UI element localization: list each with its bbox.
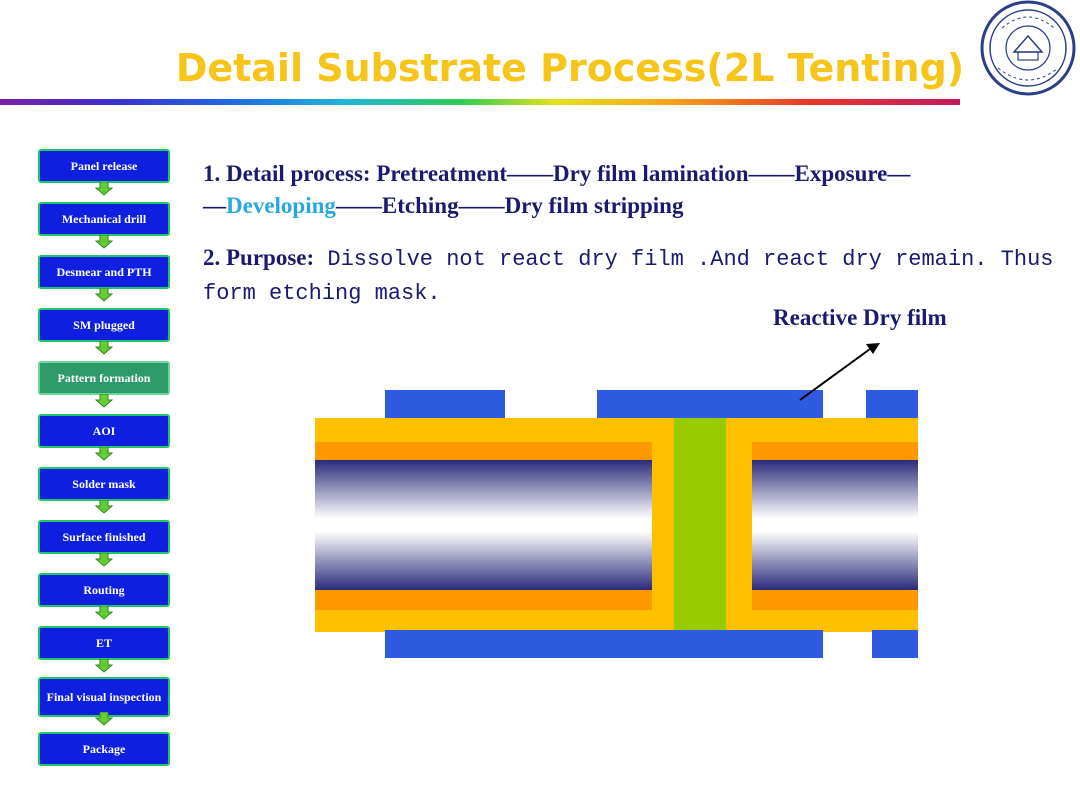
core-right — [750, 460, 918, 590]
flow-step: SM plugged — [38, 308, 170, 342]
copper-top-right — [750, 418, 918, 442]
rainbow-divider — [0, 99, 960, 105]
core-left — [315, 460, 655, 590]
via-plating — [674, 418, 726, 632]
flow-step: Final visual inspection — [38, 677, 170, 717]
copper-inner-bottom-left — [315, 590, 655, 610]
flow-down-arrow-icon — [95, 553, 113, 567]
dry-film-bottom-left — [385, 630, 823, 658]
copper-inner-top-right — [750, 442, 918, 460]
detail-process-text: 1. Detail process: Pretreatment——Dry fil… — [203, 158, 1063, 222]
flow-step-label: Routing — [83, 583, 125, 597]
flow-step-label: ET — [95, 636, 112, 650]
flow-step-label: Package — [82, 742, 126, 756]
flow-down-arrow-icon — [95, 341, 113, 355]
flow-step-label: SM plugged — [73, 318, 135, 332]
dry-film-top-left — [385, 390, 505, 420]
detail-process-dash: — — [203, 193, 226, 218]
copper-inner-bottom-right — [750, 590, 918, 610]
flow-step: Pattern formation — [38, 361, 170, 395]
copper-bottom-left — [315, 610, 655, 632]
flow-step-label: Desmear and PTH — [56, 265, 152, 279]
copper-bottom-right — [750, 610, 918, 632]
flow-down-arrow-icon — [95, 447, 113, 461]
flow-down-arrow-icon — [95, 712, 113, 726]
purpose-text: 2. Purpose: Dissolve not react dry film … — [203, 242, 1063, 310]
detail-process-line2: ——Etching——Dry film stripping — [335, 193, 684, 218]
flow-step-label: Mechanical drill — [61, 212, 147, 226]
via-copper-wall — [652, 418, 752, 632]
dry-film-top-right — [866, 390, 918, 420]
flow-down-arrow-icon — [95, 182, 113, 196]
page-title: Detail Substrate Process(2L Tenting) — [175, 46, 965, 90]
flow-step: Surface finished — [38, 520, 170, 554]
dry-film-bottom-right — [872, 630, 918, 658]
callout-arrow-head — [866, 343, 880, 354]
flow-step: Solder mask — [38, 467, 170, 501]
flow-step: Mechanical drill — [38, 202, 170, 236]
flow-step-label: Final visual inspection — [46, 690, 162, 704]
flow-down-arrow-icon — [95, 500, 113, 514]
flow-step: Desmear and PTH — [38, 255, 170, 289]
flow-step: Package — [38, 732, 170, 766]
flow-step: ET — [38, 626, 170, 660]
flow-step-label: Panel release — [70, 159, 138, 173]
flow-down-arrow-icon — [95, 394, 113, 408]
flow-step-label: Pattern formation — [57, 371, 151, 385]
flow-step-label: Surface finished — [62, 530, 146, 544]
detail-process-line1: 1. Detail process: Pretreatment——Dry fil… — [203, 161, 911, 186]
flow-step-label: AOI — [92, 424, 116, 438]
flow-step: Panel release — [38, 149, 170, 183]
purpose-body: Dissolve not react dry film .And react d… — [203, 247, 1054, 306]
dry-film-top-center — [597, 390, 823, 420]
reactive-dry-film-label: Reactive Dry film — [773, 305, 947, 330]
flow-step-label: Solder mask — [72, 477, 136, 491]
flow-down-arrow-icon — [95, 659, 113, 673]
developing-highlight: Developing — [226, 193, 336, 218]
callout-arrow-line — [799, 348, 871, 401]
copper-top-left — [315, 418, 655, 442]
flow-down-arrow-icon — [95, 288, 113, 302]
university-seal-logo — [980, 0, 1076, 96]
copper-inner-top-left — [315, 442, 655, 460]
flow-step: Routing — [38, 573, 170, 607]
flow-step: AOI — [38, 414, 170, 448]
flow-down-arrow-icon — [95, 606, 113, 620]
flow-down-arrow-icon — [95, 235, 113, 249]
purpose-label: 2. Purpose: — [203, 245, 315, 270]
